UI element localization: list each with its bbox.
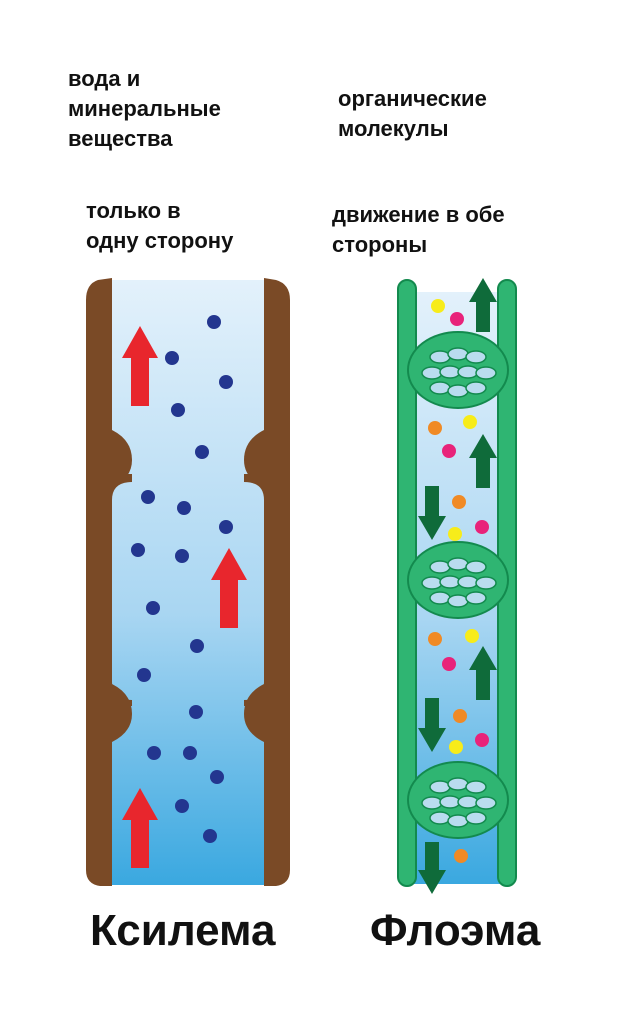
xylem-arrows	[122, 326, 247, 868]
xylem-particle	[175, 799, 189, 813]
arrow-down-icon	[418, 842, 446, 894]
arrow-up-icon	[122, 326, 158, 406]
phloem-particle	[463, 415, 477, 429]
xylem-particle	[146, 601, 160, 615]
phloem-particle	[475, 733, 489, 747]
xylem-substance-label: вода и минеральные вещества	[68, 66, 221, 151]
arrow-up-icon	[469, 434, 497, 488]
xylem-particle	[219, 375, 233, 389]
arrow-up-icon	[211, 548, 247, 628]
xylem-particle	[175, 549, 189, 563]
phloem-particle	[431, 299, 445, 313]
phloem-particle	[452, 495, 466, 509]
arrow-up-icon	[469, 278, 497, 332]
xylem-title: Ксилема	[90, 906, 276, 955]
arrow-up-icon	[469, 646, 497, 700]
xylem-direction-label: только в одну сторону	[86, 198, 234, 253]
arrow-down-icon	[418, 698, 446, 752]
phloem-particle	[442, 657, 456, 671]
xylem-right-wall	[244, 278, 290, 886]
phloem-particle	[428, 421, 442, 435]
xylem-constriction-lower	[112, 684, 132, 742]
xylem-particle	[137, 668, 151, 682]
phloem-particle	[449, 740, 463, 754]
sieve-plate	[407, 761, 509, 839]
xylem-particles	[131, 315, 233, 843]
xylem-particle	[147, 746, 161, 760]
phloem-substance-label: органические молекулы	[338, 86, 487, 141]
xylem-vessel	[86, 278, 290, 886]
phloem-title: Флоэма	[370, 906, 541, 955]
phloem-particle	[465, 629, 479, 643]
xylem-particle	[195, 445, 209, 459]
phloem-particles	[428, 299, 489, 863]
phloem-particle	[450, 312, 464, 326]
sieve-plate	[407, 331, 509, 409]
phloem-direction-label: движение в обе стороны	[332, 202, 505, 257]
phloem-particle	[448, 527, 462, 541]
xylem-constriction-lower-r	[244, 684, 264, 742]
xylem-constriction-upper	[112, 430, 132, 488]
xylem-particle	[171, 403, 185, 417]
arrow-down-icon	[418, 486, 446, 540]
xylem-particle	[131, 543, 145, 557]
phloem-particle	[428, 632, 442, 646]
xylem-particle	[189, 705, 203, 719]
phloem-particle	[442, 444, 456, 458]
xylem-particle	[190, 639, 204, 653]
xylem-particle	[141, 490, 155, 504]
xylem-particle	[210, 770, 224, 784]
xylem-left-wall	[86, 278, 132, 886]
phloem-particle	[475, 520, 489, 534]
phloem-particle	[454, 849, 468, 863]
phloem-particle	[453, 709, 467, 723]
xylem-particle	[219, 520, 233, 534]
xylem-particle	[183, 746, 197, 760]
sieve-plate	[407, 541, 509, 619]
xylem-particle	[165, 351, 179, 365]
xylem-particle	[177, 501, 191, 515]
xylem-particle	[207, 315, 221, 329]
arrow-up-icon	[122, 788, 158, 868]
xylem-particle	[203, 829, 217, 843]
xylem-constriction-upper-r	[244, 430, 264, 488]
phloem-arrows	[418, 278, 497, 894]
